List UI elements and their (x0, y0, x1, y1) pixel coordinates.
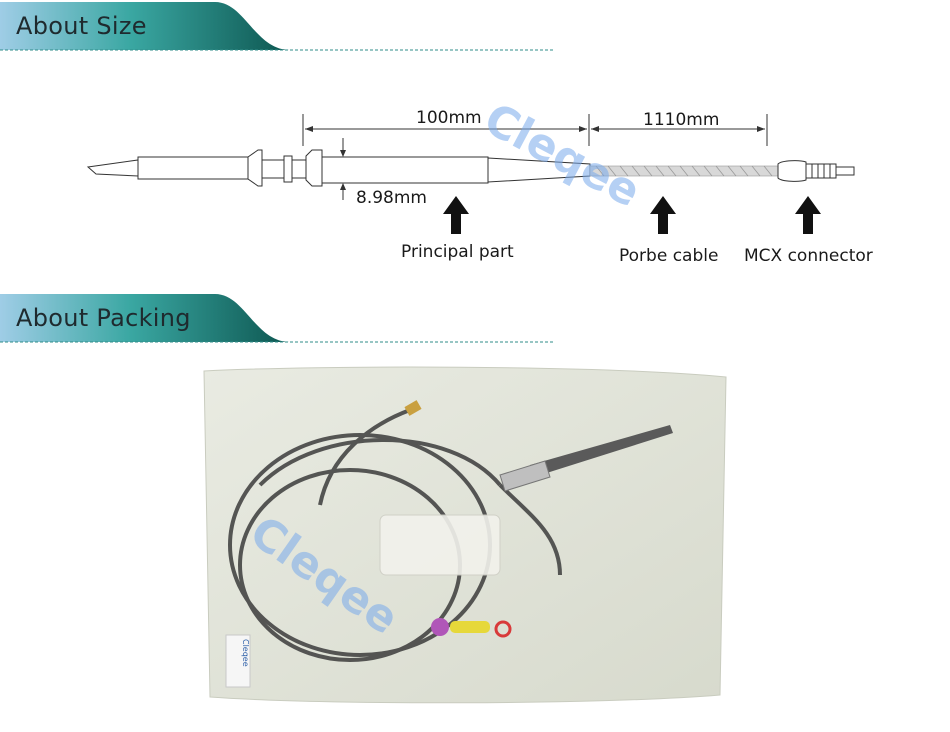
arrow-up-icon (650, 196, 676, 234)
dimension-cable-length: 1110mm (643, 110, 720, 130)
probe-size-diagram: 100mm 1110mm 8.98mm Principal part Porbe… (0, 100, 950, 280)
section-title-size: About Size (16, 12, 147, 40)
arrow-up-icon (443, 196, 469, 234)
dimension-diameter: 8.98mm (356, 188, 427, 208)
header-banner-shape (0, 2, 555, 51)
packing-bag-illustration (203, 366, 727, 704)
label-mcx-connector: MCX connector (744, 246, 873, 266)
section-header-packing: About Packing (0, 294, 560, 344)
label-principal-part: Principal part (401, 242, 514, 262)
probe-drawing (86, 114, 855, 200)
arrow-up-icon (795, 196, 821, 234)
bag-tag-label: Cleqee (241, 639, 250, 667)
dimension-principal-length: 100mm (416, 108, 482, 128)
header-banner-shape (0, 294, 555, 343)
label-probe-cable: Porbe cable (619, 246, 719, 266)
section-title-packing: About Packing (16, 304, 191, 332)
section-header-size: About Size (0, 2, 560, 52)
packing-bag-photo: Cleqee (200, 365, 730, 705)
